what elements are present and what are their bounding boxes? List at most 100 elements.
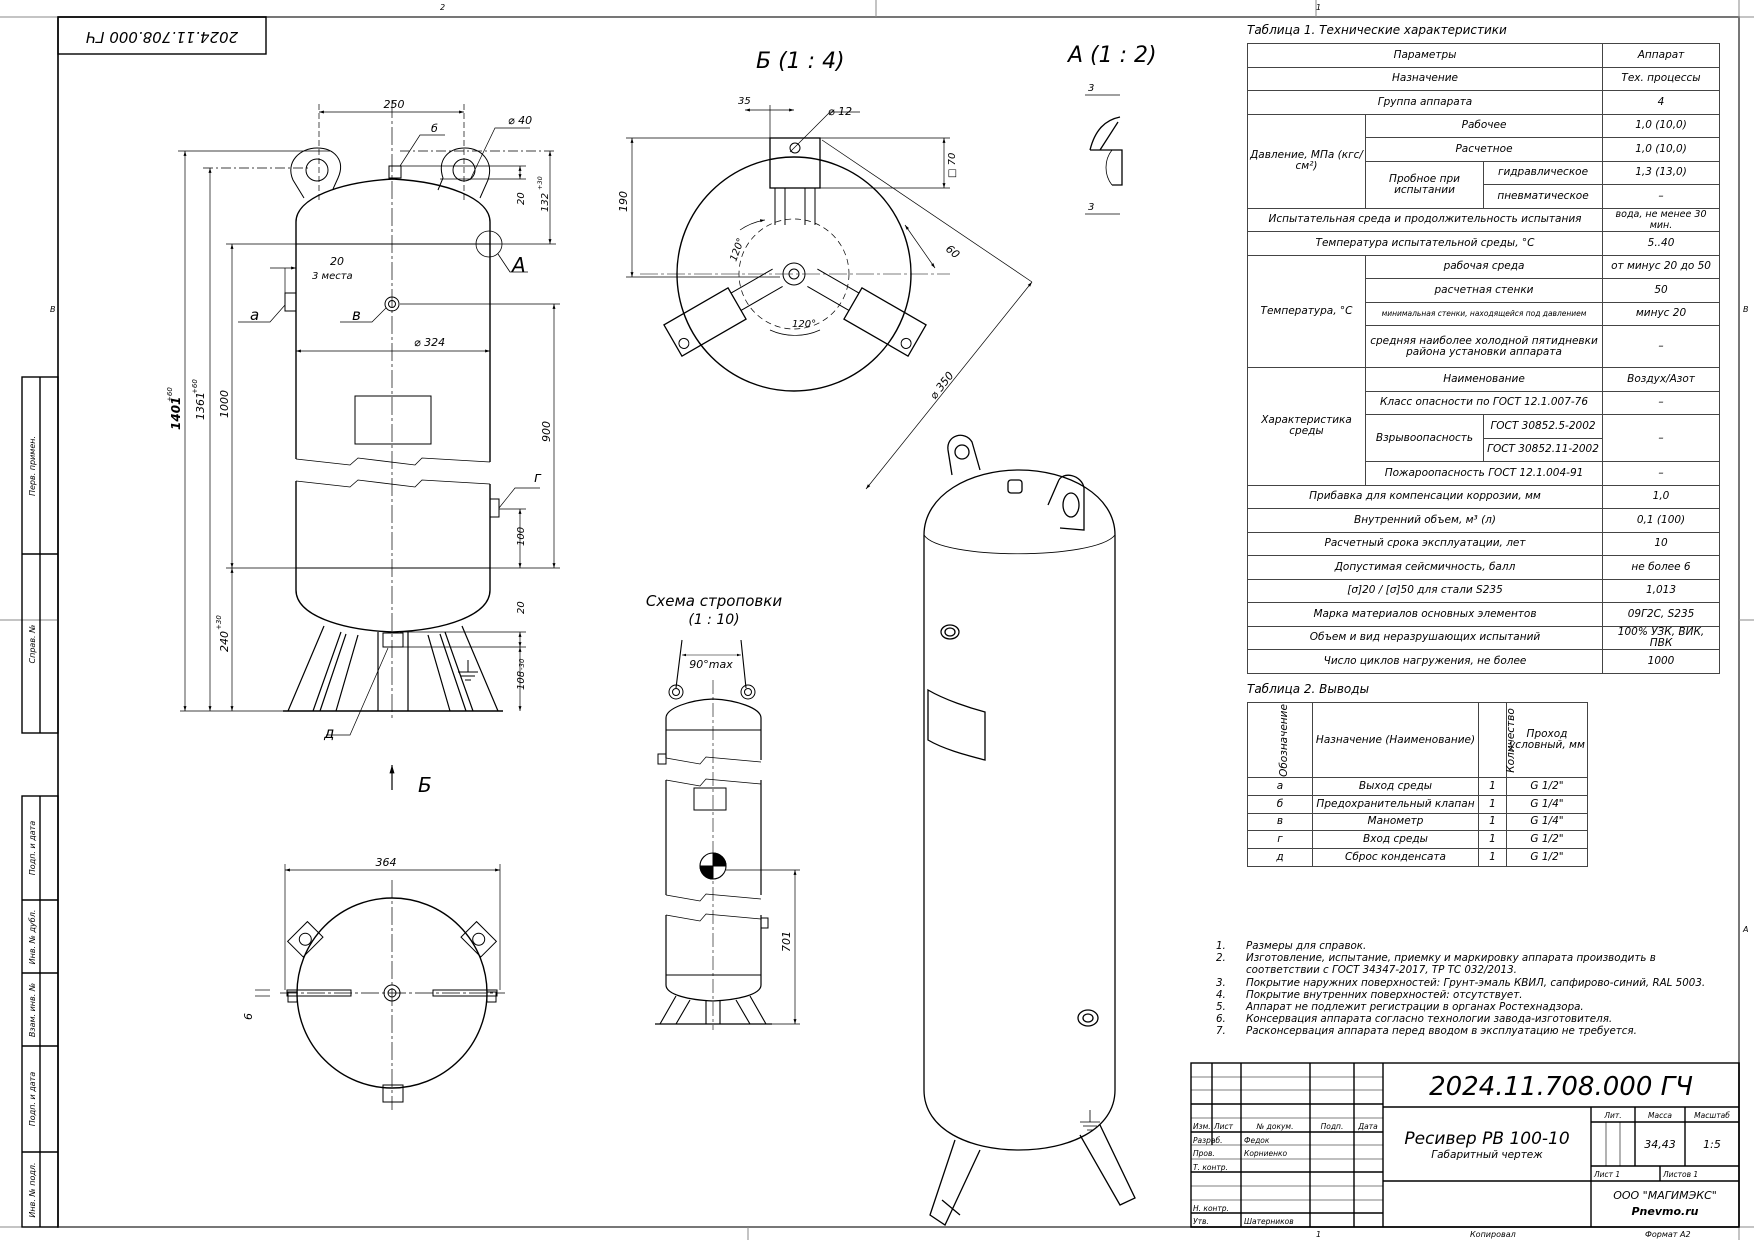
cell: Взрывоопасность [1365,414,1484,462]
cell: Испытательная среда и продолжительность … [1246,207,1604,232]
cell: д [1247,848,1313,867]
cell: [σ]20 / [σ]50 для стали S235 [1246,578,1604,603]
angle-120-left: 120° [728,237,747,263]
top-head [295,178,491,244]
cell: Предохранительный клапан [1312,794,1479,814]
header-cell: Обозначение [1247,702,1313,778]
tb-name: Ресивер РВ 100-10 [1404,1129,1569,1149]
dim-132: 132 [540,193,551,212]
dim-d12: ⌀ 12 [828,105,852,118]
cell: Число циклов нагружения, не более [1246,649,1604,674]
cell: 100% УЗК, ВИК, ПВК [1602,625,1721,650]
cell: Объем и вид неразрушающих испытаний [1246,625,1604,650]
table-row: средняя наиболее холодной пятидневки рай… [1248,325,1721,368]
tb-role: Н. контр. [1193,1204,1229,1213]
dim-d40: ⌀ 40 [508,114,532,127]
view-arrow-label: Б [418,773,432,797]
cell: 09Г2С, S235 [1602,602,1721,627]
cell: минимальная стенки, находящейся под давл… [1364,301,1604,326]
cell: Допустимая сейсмичность, балл [1246,555,1604,580]
table-row: ГОСТ 30852.11-2002 [1248,437,1720,462]
label-g: г [534,470,542,486]
cell: Температура, °С [1247,254,1366,368]
header-cell: Назначение (Наименование) [1312,702,1479,778]
label-b: б [431,122,438,135]
cell: а [1247,777,1313,796]
cell: G 1/2" [1506,848,1588,867]
tb-person: Корниенко [1244,1149,1287,1158]
tb-scale: 1:5 [1703,1138,1721,1151]
table1-title: Таблица 1. Технические характеристики [1247,23,1507,37]
dim-6: 6 [242,1013,255,1020]
cell: 1,0 (10,0) [1602,137,1721,162]
bottom-head [295,568,491,633]
main-front-view [178,100,560,790]
side-label: Инв. № дубл. [28,910,37,965]
tol-1401: +60 [166,387,174,402]
dim-3-bottom: 3 [1088,202,1094,213]
sling-title: Схема строповки [646,592,782,610]
side-label: Инв. № подл. [28,1162,37,1217]
note-item: 2.Изготовление, испытание, приемку и мар… [1216,952,1656,977]
cell: средняя наиболее холодной пятидневки рай… [1364,325,1604,368]
tb-header: № докум. [1256,1122,1294,1131]
cell: Наименование [1364,367,1604,392]
tol-1361: +60 [191,379,199,394]
dim-100: 100 [516,527,527,546]
fitting-b [388,165,402,179]
tb-org: ООО "МАГИМЭКС" [1613,1189,1717,1202]
sling-scale: (1 : 10) [688,612,739,628]
tb-scale-label: Масштаб [1694,1111,1730,1120]
top-stamp-box [57,16,267,55]
header-cell: Количество [1478,702,1517,778]
sling-angle: 90°max [689,658,733,671]
tb-header: Дата [1357,1122,1378,1131]
side-label: Справ. № [28,625,37,664]
tb-subtitle: Габаритный чертеж [1431,1149,1543,1161]
ground-symbol-icon [458,660,478,681]
cell: Прибавка для компенсации коррозии, мм [1246,484,1604,509]
technical-notes: 1.Размеры для справок. 2.Изготовление, и… [1216,940,1705,1038]
tb-person: Шатерников [1244,1217,1294,1226]
side-strip [21,376,59,1228]
cell: Рабочее [1364,113,1604,138]
fitting-a [284,292,297,312]
dim-60: 60 [943,242,962,261]
fitting-v [384,296,400,312]
cell: не более 6 [1602,555,1721,580]
cell: ГОСТ 30852.11-2002 [1482,437,1604,462]
cell: – [1602,461,1721,486]
cell: Группа аппарата [1246,90,1604,115]
ground-symbol-icon [1080,1110,1100,1131]
note-item: 7. Расконсервация аппарата перед вводом … [1216,1025,1637,1038]
side-label: Перв. примен. [28,436,37,496]
side-label: Подп. и дата [28,821,37,876]
cell: б [1247,794,1313,814]
bottom-view [255,864,505,1110]
tol-132: +30 [536,176,544,190]
dim-d324: ⌀ 324 [414,336,445,349]
cell: 1 [1478,830,1507,850]
tb-header: Изм. [1193,1122,1211,1131]
dim-d350: ⌀ 350 [927,369,956,402]
tb-site: Pnevmo.ru [1632,1205,1699,1218]
label-d: д [323,724,334,742]
dim-3-top: 3 [1088,83,1094,94]
tb-mass-label: Масса [1648,1111,1672,1120]
cell: Параметры [1246,43,1604,68]
cell: Вход среды [1312,830,1479,850]
note-item: 5.Аппарат не подлежит регистрации в орга… [1216,1001,1584,1014]
cell: расчетная стенки [1364,278,1604,303]
tb-role: Т. контр. [1193,1163,1228,1172]
label-v: в [352,306,361,324]
cell: G 1/4" [1506,794,1588,814]
table-row: Внутренний объем, м³ (л)0,1 (100) [1246,508,1721,533]
